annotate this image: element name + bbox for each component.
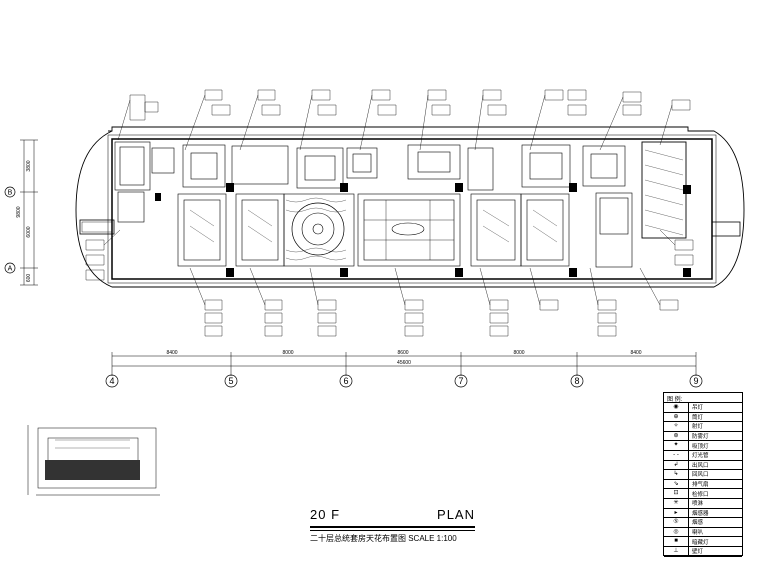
legend-label: 喷淋 xyxy=(692,501,704,508)
legend-label: 壁灯 xyxy=(692,549,704,556)
axis-bubble-5: 5 xyxy=(224,374,238,388)
axis-bubble-9: 9 xyxy=(689,374,703,388)
legend-row: ⊥壁灯 xyxy=(664,546,742,557)
legend-symbol-icon: ⑤ xyxy=(664,518,689,527)
legend-table: 图 例: ◉吊灯⊕筒灯✧射灯⊛防雾灯✦吸顶灯- -灯光管↲出风口↳回风口⇘排气扇… xyxy=(663,392,743,557)
legend-symbol-icon: ⊕ xyxy=(664,412,689,422)
legend-row: ⇘排气扇 xyxy=(664,479,742,490)
building-outline xyxy=(75,126,745,288)
title-rule xyxy=(310,526,475,528)
legend-row: ✦吸顶灯 xyxy=(664,441,742,451)
grid-axis-bubbles: 4 5 6 7 8 9 B A xyxy=(4,186,703,388)
legend-label: 出风口 xyxy=(692,462,709,469)
legend-label: 防雾灯 xyxy=(692,434,709,441)
legend-symbol-icon: ↳ xyxy=(664,470,689,479)
legend-symbol-icon: ⇘ xyxy=(664,479,689,489)
dim-bay-2: 8000 xyxy=(282,350,293,356)
legend-symbol-icon: ◎ xyxy=(664,527,689,537)
legend-row: ✧射灯 xyxy=(664,422,742,432)
structural-columns xyxy=(155,183,691,277)
svg-text:8: 8 xyxy=(574,376,579,386)
dim-bay-4: 8000 xyxy=(513,350,524,356)
axis-bubble-4: 4 xyxy=(105,374,119,388)
legend-label: 筒灯 xyxy=(692,414,704,421)
svg-text:5: 5 xyxy=(228,376,233,386)
legend-row: ◉吊灯 xyxy=(664,403,742,413)
title-subtitle: 二十层总统套房天花布置图 SCALE 1:100 xyxy=(310,534,457,543)
legend-row: ◎喇叭 xyxy=(664,527,742,538)
legend-row: ▸烟感器 xyxy=(664,508,742,519)
suite-wall xyxy=(111,138,713,280)
dim-vert-3: 9800 xyxy=(16,206,22,217)
legend-label: 烟感器 xyxy=(692,510,709,517)
dim-bay-1: 8400 xyxy=(166,350,177,356)
legend-label: 检修口 xyxy=(692,491,709,498)
legend-symbol-icon: ✦ xyxy=(664,441,689,450)
dim-vert-4: 600 xyxy=(26,274,32,283)
legend-symbol-icon: ■ xyxy=(664,537,689,546)
svg-text:6: 6 xyxy=(343,376,348,386)
legend-label: 射灯 xyxy=(692,424,704,431)
svg-text:9: 9 xyxy=(693,376,698,386)
title-rule-thin xyxy=(310,530,475,531)
legend-symbol-icon: ⊛ xyxy=(664,431,689,441)
dim-bay-3: 8600 xyxy=(397,350,408,356)
legend-header: 图 例: xyxy=(664,393,742,403)
legend-row: ↲出风口 xyxy=(664,460,742,471)
svg-text:A: A xyxy=(8,266,13,273)
title-main: 20 F PLAN xyxy=(310,507,475,522)
legend-symbol-icon: - - xyxy=(664,450,689,460)
legend-symbol-icon: ✳ xyxy=(664,498,689,508)
lower-panels xyxy=(117,191,633,268)
dim-bay-5: 8400 xyxy=(630,350,641,356)
legend-symbol-icon: ◉ xyxy=(664,403,689,412)
axis-bubble-8: 8 xyxy=(570,374,584,388)
legend-label: 排气扇 xyxy=(692,482,709,489)
legend-symbol-icon: ✧ xyxy=(664,422,689,431)
title-floor: 20 F xyxy=(310,507,341,522)
legend-symbol-icon: ↲ xyxy=(664,460,689,470)
drawing-title-block: 20 F PLAN 二十层总统套房天花布置图 SCALE 1:100 xyxy=(300,505,480,545)
dim-vert-2: 6000 xyxy=(26,226,32,237)
axis-bubble-6: 6 xyxy=(339,374,353,388)
axis-bubble-7: 7 xyxy=(454,374,468,388)
axis-bubble-A: A xyxy=(4,262,16,274)
svg-text:7: 7 xyxy=(458,376,463,386)
legend-label: 喇叭 xyxy=(692,530,704,537)
legend-label: 灯光管 xyxy=(692,453,709,460)
legend-symbol-icon: ⊡ xyxy=(664,489,689,498)
dome-ceiling xyxy=(291,202,345,256)
legend-row: ⊛防雾灯 xyxy=(664,431,742,442)
dimension-lines xyxy=(20,139,697,376)
svg-text:B: B xyxy=(8,190,13,197)
dim-vert-1: 3800 xyxy=(26,160,32,171)
legend-row: - -灯光管 xyxy=(664,450,742,461)
svg-text:4: 4 xyxy=(109,376,114,386)
legend-symbol-icon: ⊥ xyxy=(664,546,689,556)
legend-label: 回风口 xyxy=(692,472,709,479)
dim-overall: 45600 xyxy=(397,360,411,366)
legend-label: 吊灯 xyxy=(692,405,704,412)
legend-row: ■暗藏灯 xyxy=(664,537,742,547)
legend-label: 吸顶灯 xyxy=(692,443,709,450)
legend-row: ✳喷淋 xyxy=(664,498,742,509)
legend-label: 烟感 xyxy=(692,520,704,527)
key-plan xyxy=(27,425,160,496)
legend-row: ⊡检修口 xyxy=(664,489,742,499)
title-plan: PLAN xyxy=(437,507,475,522)
legend-row: ⊕筒灯 xyxy=(664,412,742,423)
legend-label: 暗藏灯 xyxy=(692,539,709,546)
legend-row: ↳回风口 xyxy=(664,470,742,480)
axis-bubble-B: B xyxy=(4,186,16,198)
legend-symbol-icon: ▸ xyxy=(664,508,689,518)
